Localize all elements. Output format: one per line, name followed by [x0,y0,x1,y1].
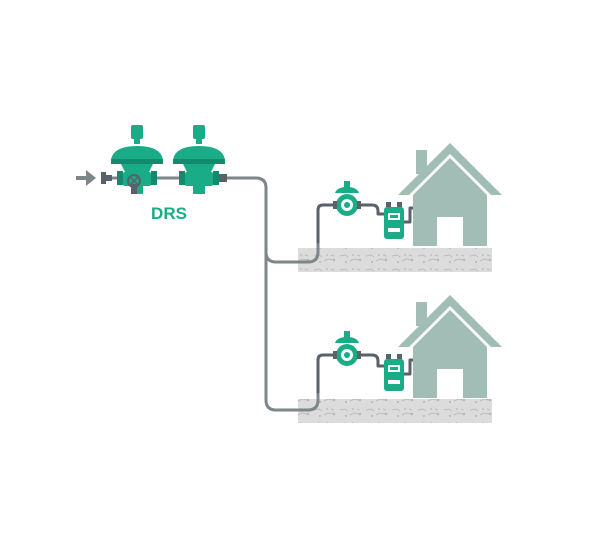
gas-meter-icon [384,202,404,239]
service-pipe-upper [316,203,422,244]
safety-valve-icon [127,174,141,194]
drs-label: DRS [151,204,187,223]
valve-icon [219,174,227,182]
arrow-right-icon [76,170,112,186]
ground-lower [298,399,492,423]
service-regulator-icon [333,331,361,366]
service-regulator-icon [333,181,361,216]
house-icon [398,295,502,398]
house-icon [398,143,502,246]
gas-meter-icon [384,354,404,391]
ground-upper [298,248,492,272]
main-pipe [110,176,320,412]
gas-pressure-regulator-icon [173,125,225,194]
service-pipe-lower [316,353,422,394]
